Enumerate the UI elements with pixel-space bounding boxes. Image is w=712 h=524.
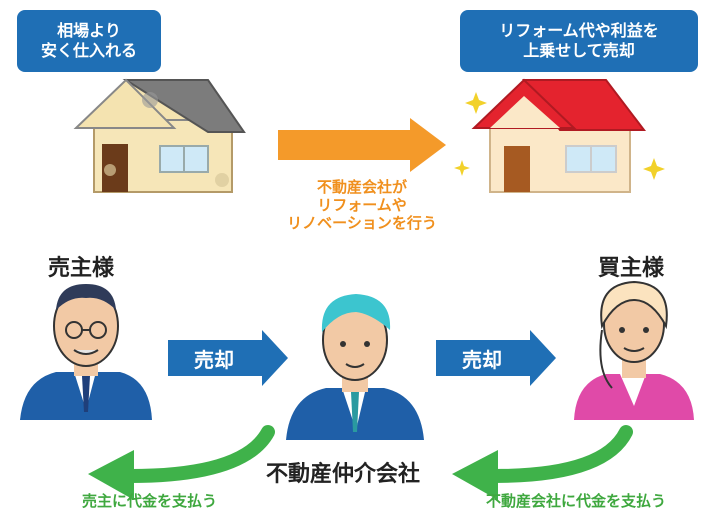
seller-avatar-icon [20, 284, 152, 420]
buyer-label: 買主様 [598, 256, 665, 281]
new-house-icon [454, 78, 665, 193]
pay-agent-text: 不動産会社に代金を支払う [486, 492, 667, 510]
renovation-note: 不動産会社が リフォームや リノベーションを行う [287, 178, 437, 232]
old-house-icon [73, 78, 246, 193]
sell-arrow-right-icon [436, 330, 556, 386]
agent-avatar-icon [286, 294, 424, 440]
callout-sell-markup: リフォーム代や利益を 上乗せして売却 [460, 10, 698, 72]
pay-seller-text: 売主に代金を支払う [82, 492, 218, 510]
sparkle-icon [465, 92, 487, 114]
agent-label: 不動産仲介会社 [266, 462, 421, 487]
sparkle-icon [643, 158, 665, 180]
buyer-avatar-icon [574, 280, 694, 420]
callout-sell-markup-text: リフォーム代や利益を 上乗せして売却 [499, 21, 659, 60]
sell-arrow-left-label: 売却 [194, 348, 234, 372]
payment-arrow-left-icon [88, 425, 275, 500]
callout-buy-cheap: 相場より 安く仕入れる [17, 10, 161, 72]
sparkle-icon [454, 160, 470, 176]
payment-arrow-right-icon [452, 425, 633, 500]
seller-label: 売主様 [48, 256, 115, 281]
sell-arrow-right-label: 売却 [462, 348, 502, 372]
sell-arrow-left-icon [168, 330, 288, 386]
callout-buy-cheap-text: 相場より 安く仕入れる [40, 21, 137, 60]
renovation-arrow-icon [278, 118, 446, 172]
